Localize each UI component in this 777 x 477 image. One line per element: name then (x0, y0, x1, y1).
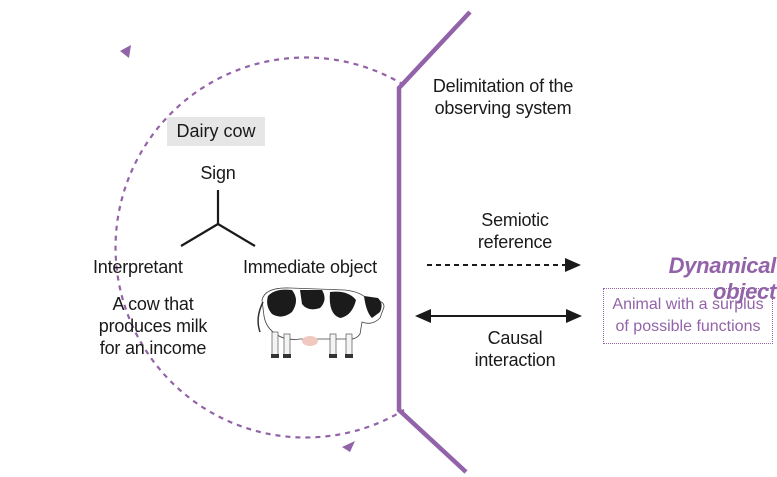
semiotic-arrowhead-icon (565, 258, 581, 272)
boundary-label-line-1: Delimitation of the (432, 76, 574, 96)
dynamical-object-title: Dynamical object (668, 253, 777, 304)
interpretant-description: A cow that produces milk for an income (82, 293, 224, 359)
dairy-cow-label: Dairy cow (167, 117, 265, 146)
circulation-circle (114, 56, 405, 439)
interpretant-desc-line-3: for an income (99, 338, 207, 358)
causal-interaction-line-2: interaction (474, 350, 556, 370)
boundary-label: Delimitation of the observing system (418, 75, 588, 119)
causal-arrowhead-left-icon (415, 309, 431, 323)
causal-arrowhead-right-icon (566, 309, 582, 323)
boundary-line (396, 10, 472, 474)
interpretant-desc-line-2: produces milk (98, 316, 208, 336)
triad-icon (180, 190, 256, 247)
circle-arrowhead-top (120, 45, 131, 58)
causal-interaction-label: Causal interaction (460, 327, 570, 371)
interpretant-desc-line-1: A cow that (112, 294, 194, 314)
semiotic-reference-line-1: Semiotic (481, 210, 549, 230)
boundary-label-line-2: observing system (434, 98, 572, 118)
semiotic-reference-label: Semiotic reference (460, 209, 570, 253)
interpretant-label: Interpretant (93, 257, 183, 277)
circle-arrowhead-bottom (342, 441, 355, 452)
dynamical-desc-line-1: Animal with a surplus (612, 296, 764, 313)
dynamical-object-box: Animal with a surplus of possible functi… (603, 288, 773, 344)
sign-label: Sign (200, 163, 236, 183)
semiotic-reference-line-2: reference (477, 232, 553, 252)
immediate-object-label: Immediate object (243, 257, 377, 277)
causal-interaction-line-1: Causal (487, 328, 543, 348)
cow-image (257, 287, 385, 358)
dairy-cow-text: Dairy cow (176, 121, 256, 141)
dynamical-desc-line-2: of possible functions (615, 318, 761, 335)
